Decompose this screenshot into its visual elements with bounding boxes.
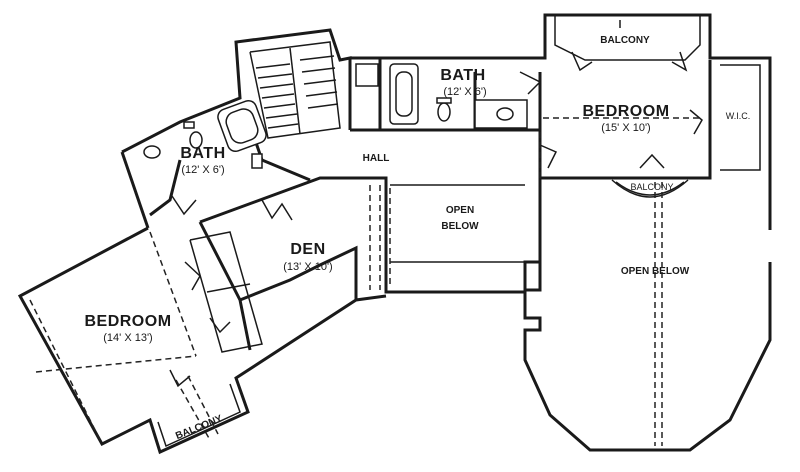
room-label-bath-left: BATH (12' X 6') (180, 145, 225, 176)
balcony-mid (611, 179, 689, 198)
room-name: BATH (180, 145, 225, 162)
balcony-top (554, 15, 701, 72)
room-label-den: DEN (13' X 10') (283, 241, 332, 273)
door-swings (169, 71, 703, 388)
hall-label: HALL (363, 153, 390, 164)
room-label-bedroom-left: BEDROOM (14' X 13') (84, 313, 171, 344)
room-size: (14' X 13') (103, 332, 152, 344)
room-label-bath-top: BATH (12' X 6') (440, 67, 486, 98)
open-below-line-2: BELOW (441, 221, 479, 232)
open-below-line-1: OPEN (446, 205, 474, 216)
room-label-bedroom-right: BEDROOM (15' X 10') (582, 103, 669, 134)
room-size: (12' X 6') (181, 164, 224, 176)
room-size: (15' X 10') (601, 122, 650, 134)
staircase (249, 41, 341, 139)
room-name: BEDROOM (582, 103, 669, 120)
room-size: (13' X 10') (283, 261, 332, 273)
balcony-bottom (149, 377, 249, 454)
room-name: BEDROOM (84, 313, 171, 330)
room-name: DEN (290, 241, 325, 258)
bath-fixtures (143, 63, 528, 169)
wic-label: W.I.C. (726, 111, 751, 121)
open-below-small: OPEN BELOW (441, 205, 479, 232)
balcony-mid-label: BALCONY (630, 182, 673, 192)
dashed-lines (29, 117, 700, 446)
balcony-top-label: BALCONY (600, 35, 650, 46)
room-size: (12' X 6') (443, 86, 486, 98)
open-below-large-label: OPEN BELOW (621, 266, 690, 277)
room-name: BATH (440, 67, 485, 84)
